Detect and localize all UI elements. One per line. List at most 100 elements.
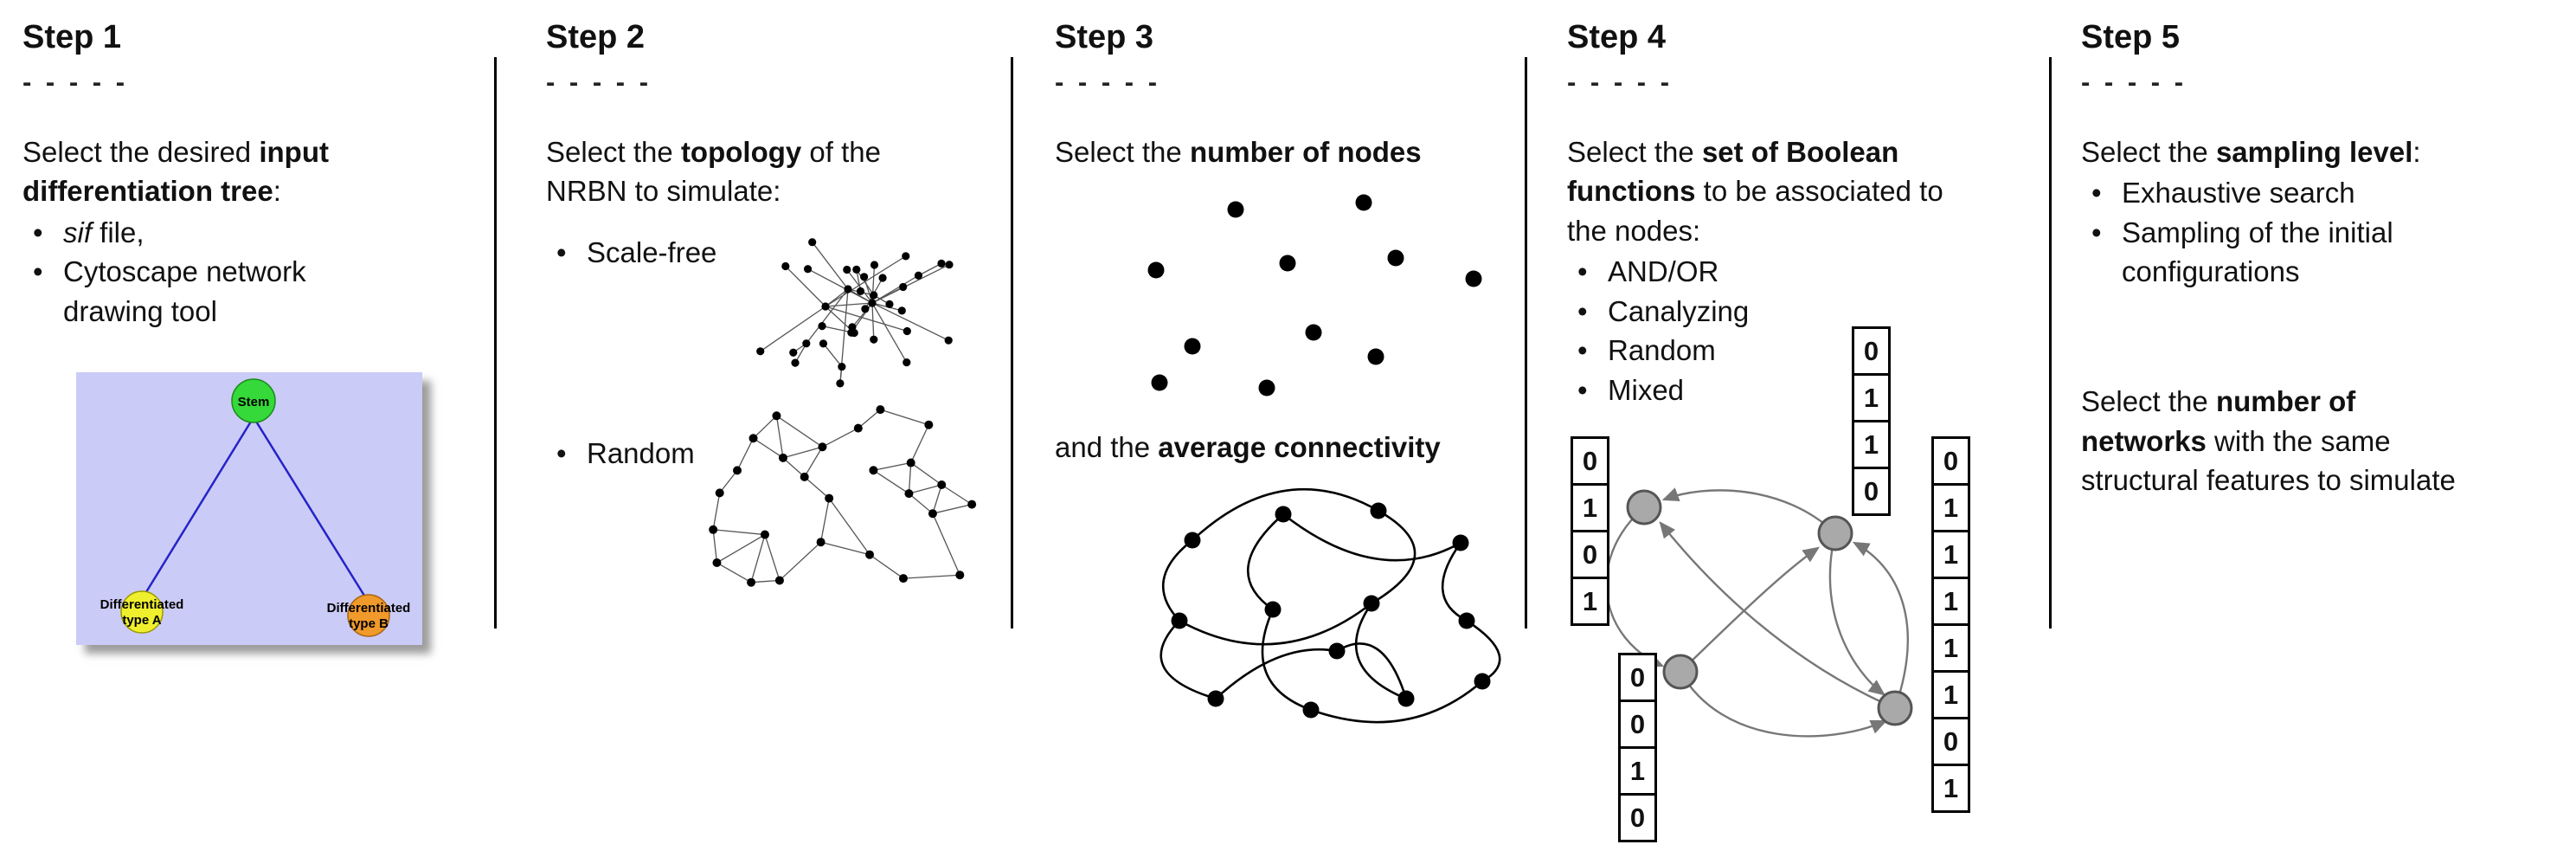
network-node-1 bbox=[1626, 489, 1662, 525]
step-5-options: Exhaustive search Sampling of the initia… bbox=[2081, 173, 2553, 292]
arrow-n3-n4 bbox=[1679, 671, 1888, 738]
table-cell: 0 bbox=[1931, 717, 1970, 766]
arrow-n3-n2 bbox=[1680, 546, 1820, 673]
arrow-n4-n2 bbox=[1852, 541, 1909, 709]
differentiation-tree-svg: Stem Differentiated type A Differentiate… bbox=[76, 372, 422, 645]
bullet-text: AND/OR bbox=[1608, 255, 1719, 288]
table-cell: 0 bbox=[1852, 467, 1891, 516]
table-cell: 1 bbox=[1931, 483, 1970, 532]
connectivity-edges bbox=[1160, 487, 1501, 724]
type-a-label-line1: Differentiated bbox=[100, 597, 184, 612]
bullet-sif-file: sif file, bbox=[22, 213, 403, 253]
bullet-text: Cytoscape network drawing tool bbox=[63, 255, 306, 327]
step-3-dashes: - - - - - bbox=[1055, 66, 1161, 97]
bullet-text: Random bbox=[587, 437, 695, 469]
step-3-panel: Step 3 - - - - - Select the number of no… bbox=[1055, 19, 1526, 724]
connectivity-caption: and the average connectivity bbox=[1055, 431, 1441, 463]
tree-edge-b bbox=[252, 416, 370, 603]
bullet-sampling-initial: Sampling of the initial configurations bbox=[2081, 213, 2553, 292]
boolean-table-right: 0 1 1 1 1 1 0 1 bbox=[1931, 436, 1970, 813]
bullet-text: Scale-free bbox=[587, 236, 717, 268]
column-divider-4 bbox=[2049, 57, 2052, 629]
bullet-text: Exhaustive search bbox=[2122, 177, 2355, 210]
step-4-options: AND/OR Canalyzing Random Mixed bbox=[1567, 252, 2000, 409]
table-cell: 0 bbox=[1618, 793, 1657, 842]
arrow-n4-n1 bbox=[1659, 521, 1896, 710]
network-node-2 bbox=[1817, 515, 1853, 551]
step-2-panel: Step 2 - - - - - Select the topology of … bbox=[546, 19, 977, 587]
bullet-mixed: Mixed bbox=[1567, 371, 2000, 410]
random-edges bbox=[712, 409, 973, 583]
table-cell: 1 bbox=[1931, 530, 1970, 579]
bullet-text: sif file, bbox=[63, 216, 145, 248]
step-5-instruction: Select the sampling level: bbox=[2081, 135, 2421, 168]
connectivity-network-graphic bbox=[1160, 487, 1501, 724]
table-cell: 0 bbox=[1571, 530, 1609, 579]
tree-edge-a bbox=[140, 416, 255, 600]
type-b-label-line1: Differentiated bbox=[327, 601, 411, 616]
boolean-network-graphic bbox=[1605, 487, 1913, 738]
scale-free-network-graphic bbox=[756, 238, 954, 388]
type-a-node bbox=[120, 590, 164, 634]
function-arrows bbox=[1605, 487, 1909, 738]
table-cell: 0 bbox=[1931, 436, 1970, 486]
table-cell: 0 bbox=[1571, 436, 1609, 486]
arrow-n2-n1 bbox=[1661, 487, 1836, 534]
column-divider-3 bbox=[1525, 57, 1527, 629]
scale-free-nodes bbox=[756, 238, 954, 388]
table-cell: 1 bbox=[1571, 577, 1609, 626]
step-1-dashes: - - - - - bbox=[22, 66, 129, 97]
step-4-title: Step 4 bbox=[1567, 19, 1667, 55]
step-4-panel: Step 4 - - - - - Select the set of Boole… bbox=[1567, 19, 2000, 842]
table-cell: 0 bbox=[1852, 326, 1891, 376]
stem-node bbox=[231, 378, 276, 423]
step-2-dashes: - - - - - bbox=[546, 66, 652, 97]
step-3-instruction: Select the number of nodes bbox=[1055, 135, 1422, 168]
column-divider-1 bbox=[494, 57, 497, 629]
step-5-panel: Step 5 - - - - - Select the sampling lev… bbox=[2081, 19, 2553, 496]
bullet-text: Mixed bbox=[1608, 373, 1685, 406]
step-3-title: Step 3 bbox=[1055, 19, 1154, 55]
bullet-cytoscape: Cytoscape network drawing tool bbox=[22, 252, 403, 331]
bullet-random-functions: Random bbox=[1567, 331, 2000, 371]
random-nodes bbox=[709, 405, 977, 587]
random-network-graphic bbox=[709, 405, 977, 587]
bullet-text: Sampling of the initial configurations bbox=[2122, 216, 2393, 288]
type-a-label-line2: type A bbox=[122, 613, 161, 628]
type-b-label-line2: type B bbox=[349, 616, 389, 631]
table-cell: 1 bbox=[1571, 483, 1609, 532]
bullet-canalyzing: Canalyzing bbox=[1567, 292, 2000, 332]
type-b-node bbox=[347, 594, 390, 637]
step-4-dashes: - - - - - bbox=[1567, 66, 1673, 97]
node-dots bbox=[1147, 194, 1482, 396]
differentiation-tree-figure: Stem Differentiated type A Differentiate… bbox=[76, 372, 422, 645]
boolean-table-left: 0 1 0 1 bbox=[1571, 436, 1609, 626]
network-node-4 bbox=[1877, 690, 1913, 726]
connectivity-nodes bbox=[1171, 502, 1491, 719]
bullet-text: Random bbox=[1608, 334, 1716, 367]
step-5-title: Step 5 bbox=[2081, 19, 2181, 55]
table-cell: 1 bbox=[1931, 764, 1970, 813]
arrow-n1-n3 bbox=[1605, 506, 1665, 667]
stem-label: Stem bbox=[238, 395, 270, 409]
bullet-text: Canalyzing bbox=[1608, 294, 1750, 327]
nodes-scatter-graphic bbox=[1147, 194, 1482, 396]
bullet-and-or: AND/OR bbox=[1567, 252, 2000, 292]
table-cell: 1 bbox=[1852, 373, 1891, 422]
table-cell: 1 bbox=[1618, 746, 1657, 796]
table-cell: 1 bbox=[1931, 623, 1970, 673]
step-5-dashes: - - - - - bbox=[2081, 66, 2187, 97]
bullet-scale-free: Scale-free bbox=[546, 233, 806, 273]
step-2-title: Step 2 bbox=[546, 19, 646, 55]
step-1-title: Step 1 bbox=[22, 19, 122, 55]
bullet-random: Random bbox=[546, 434, 806, 474]
scale-free-edges bbox=[760, 242, 950, 384]
boolean-table-bottom-left: 0 0 1 0 bbox=[1618, 653, 1657, 842]
step-1-options: sif file, Cytoscape network drawing tool bbox=[22, 213, 403, 332]
boolean-table-top: 0 1 1 0 bbox=[1852, 326, 1891, 516]
